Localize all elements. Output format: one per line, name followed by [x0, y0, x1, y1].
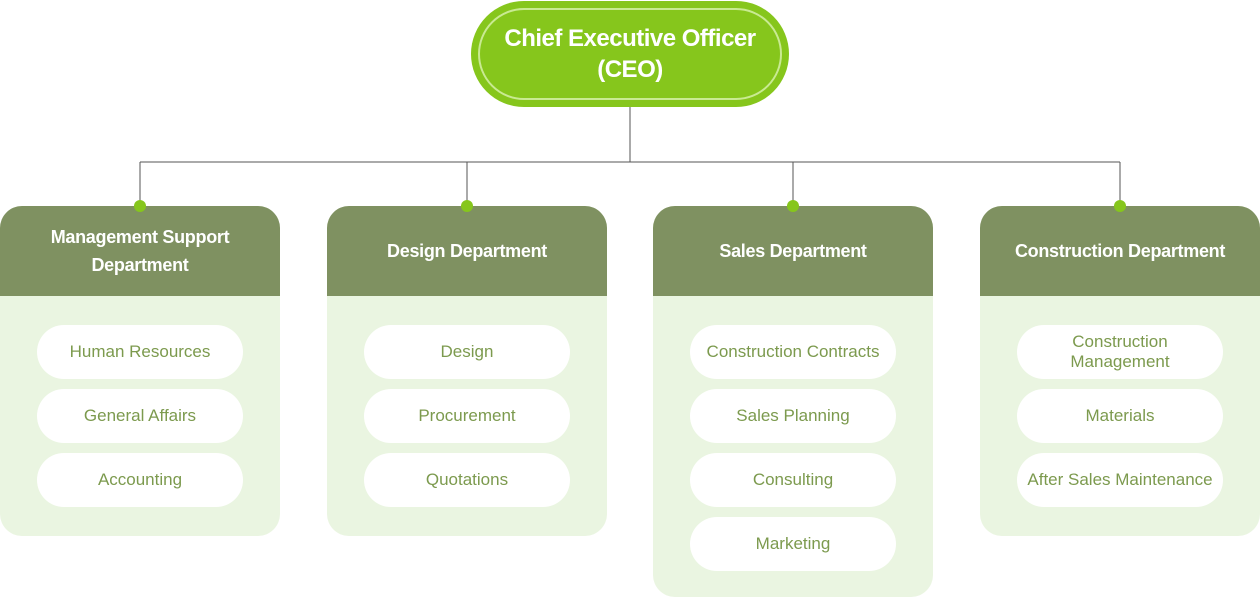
unit-construction-management: Construction Management: [1017, 325, 1223, 379]
connector-dot: [1114, 200, 1126, 212]
dept-unit-list: Human Resources General Affairs Accounti…: [0, 296, 280, 536]
dept-unit-list: Construction Management Materials After …: [980, 296, 1260, 536]
dept-header: Design Department: [327, 206, 607, 296]
dept-header: Management Support Department: [0, 206, 280, 296]
dept-unit-list: Construction Contracts Sales Planning Co…: [653, 296, 933, 597]
connector-dot: [461, 200, 473, 212]
unit-sales-planning: Sales Planning: [690, 389, 896, 443]
connector-dot: [134, 200, 146, 212]
unit-procurement: Procurement: [364, 389, 570, 443]
unit-construction-contracts: Construction Contracts: [690, 325, 896, 379]
ceo-title: Chief Executive Officer (CEO): [504, 25, 756, 83]
unit-materials: Materials: [1017, 389, 1223, 443]
unit-marketing: Marketing: [690, 517, 896, 571]
dept-design: Design Department Design Procurement Quo…: [327, 206, 607, 536]
dept-header: Construction Department: [980, 206, 1260, 296]
connector-dot: [787, 200, 799, 212]
dept-header: Sales Department: [653, 206, 933, 296]
unit-accounting: Accounting: [37, 453, 243, 507]
unit-after-sales-maintenance: After Sales Maintenance: [1017, 453, 1223, 507]
ceo-node: Chief Executive Officer (CEO): [471, 1, 789, 107]
dept-sales: Sales Department Construction Contracts …: [653, 206, 933, 597]
unit-human-resources: Human Resources: [37, 325, 243, 379]
unit-consulting: Consulting: [690, 453, 896, 507]
unit-quotations: Quotations: [364, 453, 570, 507]
dept-construction: Construction Department Construction Man…: [980, 206, 1260, 536]
dept-unit-list: Design Procurement Quotations: [327, 296, 607, 536]
unit-general-affairs: General Affairs: [37, 389, 243, 443]
dept-management-support: Management Support Department Human Reso…: [0, 206, 280, 536]
unit-design: Design: [364, 325, 570, 379]
